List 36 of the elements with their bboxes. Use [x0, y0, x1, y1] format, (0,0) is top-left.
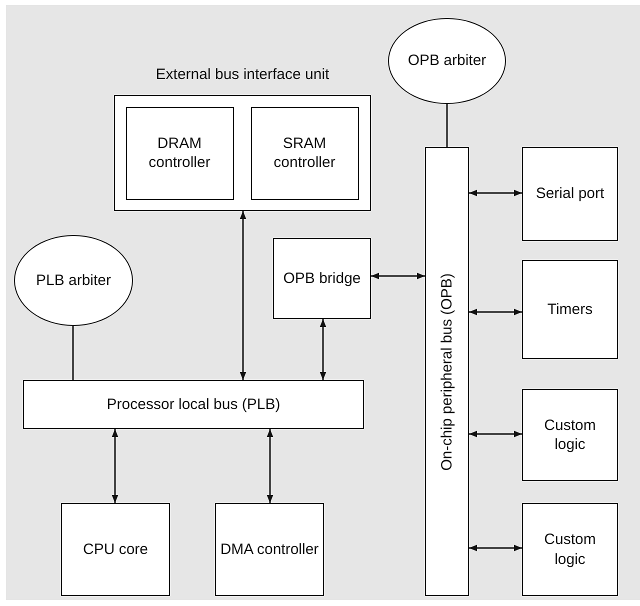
block-box — [126, 106, 234, 200]
block-label: DRAM controller — [148, 134, 212, 172]
bus-bar — [425, 147, 469, 596]
block-label: Timers — [546, 300, 594, 320]
block-label: Serial port — [534, 184, 606, 204]
block-label: Custom logic — [543, 416, 597, 454]
block-box — [215, 503, 324, 596]
block-label: OPB arbiter — [406, 51, 488, 71]
block-label: DMA controller — [219, 540, 320, 560]
block-label: SRAM controller — [272, 134, 336, 172]
arrow — [469, 430, 522, 438]
block-box — [522, 260, 618, 359]
block-label: OPB bridge — [282, 268, 362, 288]
block-label: Processor local bus (PLB) — [106, 394, 282, 414]
block-box — [23, 380, 364, 429]
block-box — [250, 106, 358, 200]
block-box — [522, 147, 618, 241]
arrow — [469, 544, 522, 552]
arrow — [320, 319, 326, 380]
block-box — [61, 503, 170, 596]
arrow — [112, 429, 118, 503]
block-label: Custom logic — [543, 530, 597, 569]
block-box — [522, 389, 618, 481]
unit-title: External bus interface unit — [154, 66, 330, 83]
block-box — [273, 238, 371, 319]
arrow — [469, 308, 522, 316]
block-label: CPU core — [82, 540, 150, 560]
arrow — [266, 429, 274, 503]
block-box — [522, 503, 618, 596]
connector-line — [446, 104, 448, 147]
arrow — [469, 190, 522, 196]
arrow — [371, 272, 425, 280]
connector-line — [72, 326, 74, 380]
block-label: PLB arbiter — [34, 270, 112, 290]
arrow — [240, 211, 246, 380]
bus-label: On-chip peripheral bus (OPB) — [438, 272, 456, 470]
